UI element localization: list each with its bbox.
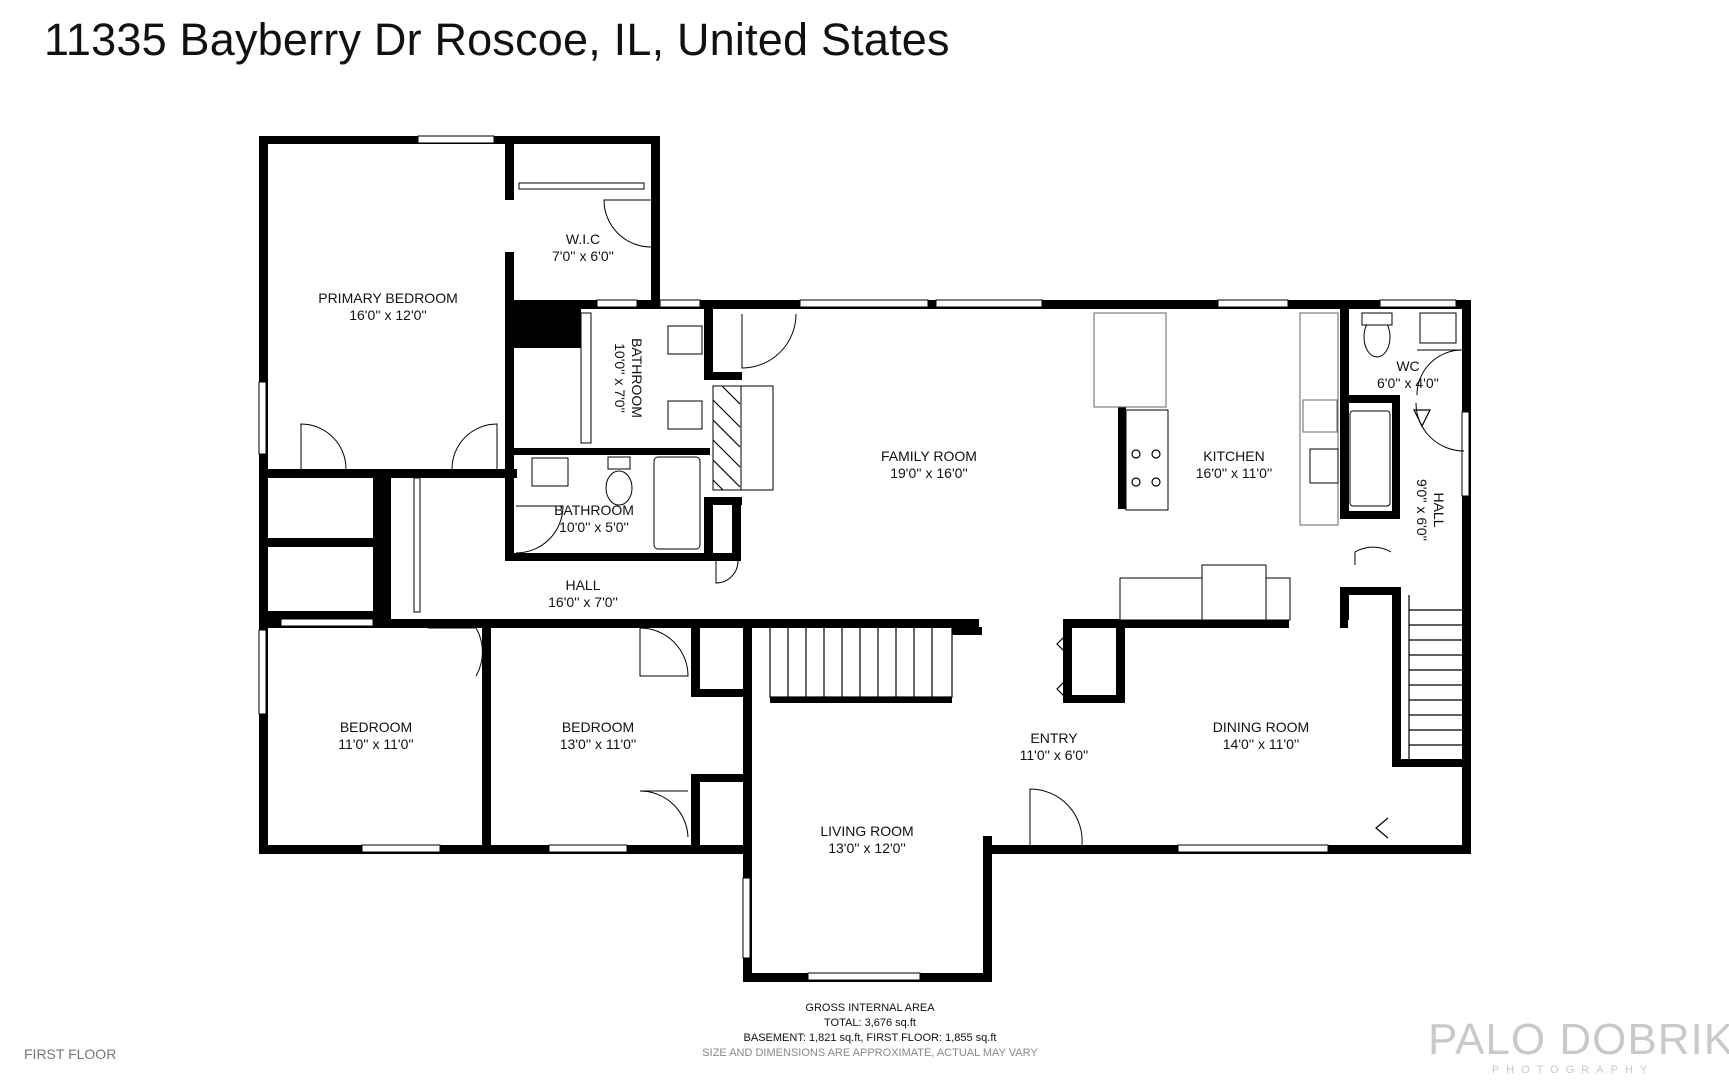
- svg-text:7'0'' x 6'0'': 7'0'' x 6'0'': [552, 248, 614, 264]
- east-stairs: [1408, 595, 1462, 759]
- svg-text:13'0'' x 11'0'': 13'0'' x 11'0'': [560, 736, 637, 752]
- windows: [258, 135, 1470, 981]
- brand-name: PALO DOBRIK: [1428, 1015, 1729, 1064]
- svg-text:16'0'' x 12'0'': 16'0'' x 12'0'': [349, 307, 427, 323]
- fireplace: [712, 385, 774, 491]
- svg-text:10'0'' x 5'0'': 10'0'' x 5'0'': [559, 519, 629, 535]
- svg-text:BEDROOM: BEDROOM: [340, 719, 412, 735]
- svg-text:HALL: HALL: [565, 577, 600, 593]
- room-label-family-room: FAMILY ROOM 19'0'' x 16'0'': [881, 448, 977, 481]
- svg-text:HALL: HALL: [1431, 492, 1447, 527]
- room-label-hall-2: HALL 9'0'' x 6'0'': [1414, 479, 1447, 541]
- area-heading: GROSS INTERNAL AREA: [805, 1002, 935, 1014]
- room-label-hall-1: HALL 16'0'' x 7'0'': [548, 577, 618, 610]
- fixtures: [531, 312, 1462, 759]
- room-label-kitchen: KITCHEN 16'0'' x 11'0'': [1196, 448, 1273, 481]
- svg-text:16'0'' x 7'0'': 16'0'' x 7'0'': [548, 594, 618, 610]
- brand-tagline: PHOTOGRAPHY: [1491, 1064, 1655, 1076]
- area-total: TOTAL: 3,676 sq.ft: [824, 1017, 916, 1029]
- room-label-bathroom-1: BATHROOM 10'0'' x 7'0'': [612, 338, 645, 418]
- room-label-bathroom-2: BATHROOM 10'0'' x 5'0'': [554, 502, 634, 535]
- svg-text:W.I.C: W.I.C: [566, 231, 600, 247]
- room-label-entry: ENTRY 11'0'' x 6'0'': [1020, 730, 1089, 763]
- svg-text:13'0'' x 12'0'': 13'0'' x 12'0'': [828, 840, 906, 856]
- svg-text:14'0'' x 11'0'': 14'0'' x 11'0'': [1223, 736, 1300, 752]
- svg-text:19'0'' x 16'0'': 19'0'' x 16'0'': [890, 465, 968, 481]
- svg-text:DINING ROOM: DINING ROOM: [1213, 719, 1309, 735]
- room-label-bedroom-1: BEDROOM 11'0'' x 11'0'': [338, 719, 413, 752]
- room-label-wic: W.I.C 7'0'' x 6'0'': [552, 231, 614, 264]
- central-stairs: [769, 626, 982, 703]
- svg-text:LIVING ROOM: LIVING ROOM: [820, 823, 913, 839]
- svg-text:16'0'' x 11'0'': 16'0'' x 11'0'': [1196, 465, 1273, 481]
- area-disclaimer: SIZE AND DIMENSIONS ARE APPROXIMATE, ACT…: [702, 1047, 1038, 1059]
- gross-internal-area: GROSS INTERNAL AREA TOTAL: 3,676 sq.ft B…: [640, 1001, 1100, 1061]
- area-breakdown: BASEMENT: 1,821 sq.ft, FIRST FLOOR: 1,85…: [743, 1032, 997, 1044]
- room-label-dining-room: DINING ROOM 14'0'' x 11'0'': [1213, 719, 1309, 752]
- brand-watermark: PALO DOBRIK PHOTOGRAPHY: [1428, 1015, 1729, 1077]
- room-label-primary-bedroom: PRIMARY BEDROOM 16'0'' x 12'0'': [318, 290, 458, 323]
- room-labels: PRIMARY BEDROOM 16'0'' x 12'0'' W.I.C 7'…: [318, 231, 1447, 856]
- svg-text:11'0'' x 11'0'': 11'0'' x 11'0'': [338, 736, 413, 752]
- svg-text:BEDROOM: BEDROOM: [562, 719, 634, 735]
- svg-text:ENTRY: ENTRY: [1030, 730, 1078, 746]
- room-label-living-room: LIVING ROOM 13'0'' x 12'0'': [820, 823, 913, 856]
- svg-text:KITCHEN: KITCHEN: [1203, 448, 1264, 464]
- room-label-bedroom-2: BEDROOM 13'0'' x 11'0'': [560, 719, 637, 752]
- floor-label: FIRST FLOOR: [24, 1046, 117, 1062]
- svg-text:BATHROOM: BATHROOM: [629, 338, 645, 418]
- room-label-wc: WC 6'0'' x 4'0'': [1377, 358, 1439, 391]
- svg-text:6'0'' x 4'0'': 6'0'' x 4'0'': [1377, 375, 1439, 391]
- svg-text:WC: WC: [1396, 358, 1419, 374]
- svg-text:9'0'' x 6'0'': 9'0'' x 6'0'': [1414, 479, 1430, 541]
- svg-text:FAMILY ROOM: FAMILY ROOM: [881, 448, 977, 464]
- svg-text:BATHROOM: BATHROOM: [554, 502, 634, 518]
- svg-text:11'0'' x 6'0'': 11'0'' x 6'0'': [1020, 747, 1089, 763]
- doors: [300, 199, 1465, 846]
- svg-text:10'0'' x 7'0'': 10'0'' x 7'0'': [612, 343, 628, 413]
- svg-text:PRIMARY BEDROOM: PRIMARY BEDROOM: [318, 290, 458, 306]
- address-title: 11335 Bayberry Dr Roscoe, IL, United Sta…: [44, 14, 950, 65]
